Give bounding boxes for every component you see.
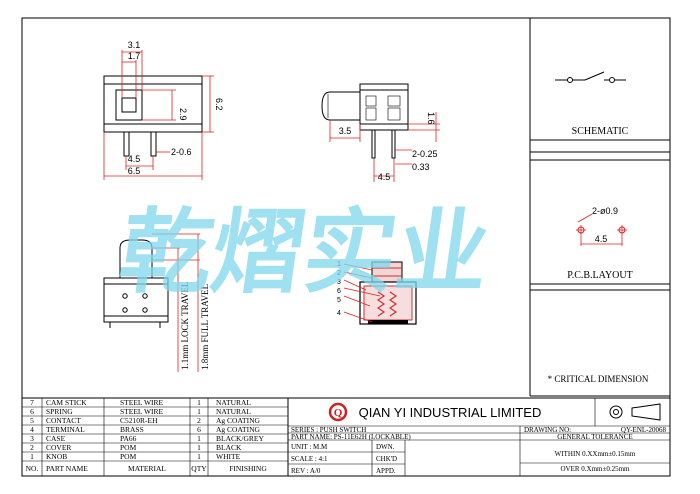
pcb-pitch-dim: 4.5 — [595, 234, 608, 244]
bom-header-name: PART NAME — [46, 464, 88, 473]
dim-front-height-inner: 2.9 — [178, 108, 188, 121]
bom-material: POM — [120, 443, 137, 452]
bom-qty: 1 — [197, 398, 201, 407]
dim-front-height-outer: 6.2 — [214, 98, 224, 111]
bom-name: CAM STICK — [46, 398, 87, 407]
full-travel-label: 1.8mm FULL TRAVEL — [200, 284, 210, 370]
company-logo: Q — [334, 407, 343, 419]
dim-front-width: 6.5 — [128, 166, 141, 176]
bom-finishing: BLACK/GREY — [216, 434, 265, 443]
tb-rev: REV : A/0 — [291, 467, 321, 475]
tb-tol-over: OVER 0.Xmm±0.25mm — [561, 465, 631, 473]
bom-name: CASE — [46, 434, 66, 443]
bom-header-material: MATERIAL — [128, 464, 166, 473]
travel-dimensions — [152, 233, 200, 372]
bom-no: 4 — [30, 425, 34, 434]
tb-appd: APPD. — [376, 467, 396, 475]
company-name: QIAN YI INDUSTRIAL LIMITED — [359, 405, 542, 420]
bom-no: 3 — [30, 434, 34, 443]
watermark: 乾熠实业 — [113, 198, 496, 305]
dim-side-knob: 3.5 — [339, 126, 352, 136]
bom-name: COVER — [46, 443, 71, 452]
bom-qty: 1 — [197, 407, 201, 416]
company-logo-circle — [328, 402, 348, 422]
critical-note: * CRITICAL DIMENSION — [548, 374, 649, 384]
dim-front-pin-pitch: 4.5 — [128, 154, 141, 164]
bom-no: 2 — [30, 443, 34, 452]
bom-finishing: Ag COATING — [216, 425, 261, 434]
travel-view — [103, 239, 169, 328]
balloon-2: 2 — [337, 270, 341, 277]
bom-no: 1 — [30, 452, 34, 461]
schematic-panel — [529, 17, 671, 153]
bom-finishing: NATURAL — [216, 407, 251, 416]
balloon-5: 5 — [337, 297, 341, 304]
bom-qty: 6 — [197, 425, 201, 434]
front-view — [103, 75, 203, 157]
pcb-layout-label: P.C.B.LAYOUT — [567, 270, 632, 281]
tb-series: SERIES : PUSH SWITCH — [291, 426, 366, 434]
tb-tol-within: WITHIN 0.XXmm±0.15mm — [555, 450, 636, 458]
balloon-6: 6 — [337, 288, 341, 295]
bom-qty: 2 — [197, 416, 201, 425]
bom-header-no: NO. — [26, 464, 39, 473]
side-view-dimensions — [329, 112, 440, 182]
balloon-4: 4 — [337, 310, 341, 317]
bom-material: C5210R-EH — [120, 416, 158, 425]
schematic-symbol — [555, 71, 626, 83]
bom-rows: 7 CAM STICK STEEL WIRE 1 NATURAL 6 SPRIN… — [26, 398, 268, 473]
balloon-3: 3 — [337, 279, 341, 286]
bom-name: TERMINAL — [46, 425, 85, 434]
bom-name: KNOB — [46, 452, 67, 461]
dim-side-pin-pitch: 4.5 — [378, 172, 391, 182]
bom-no: 6 — [30, 407, 34, 416]
dim-side-pin-size: 2-0.25 — [412, 149, 438, 159]
schematic-label: SCHEMATIC — [572, 126, 629, 137]
bom-material: POM — [120, 452, 137, 461]
bom-table — [21, 397, 289, 477]
tb-part-name: PART NAME: PS-11E62H (LOCKABLE) — [291, 433, 411, 441]
side-view — [321, 83, 409, 159]
bom-name: CONTACT — [46, 416, 81, 425]
section-leaders — [343, 263, 381, 323]
lock-travel-label: 1.1mm LOCK TRAVEL — [180, 282, 190, 370]
bom-finishing: NATURAL — [216, 398, 251, 407]
bom-finishing: WHITE — [216, 452, 241, 461]
pcb-hole-dim: 2-ø0.9 — [592, 206, 618, 216]
tb-scale: SCALE : 4:1 — [291, 455, 328, 463]
bom-name: SPRING — [46, 407, 73, 416]
dim-front-pin-size: 2-0.6 — [171, 147, 192, 157]
bom-finishing: Ag COATING — [216, 416, 261, 425]
dim-side-height: 1.6 — [426, 112, 436, 125]
bom-qty: 1 — [197, 434, 201, 443]
bom-finishing: BLACK — [216, 443, 242, 452]
balloon-1: 1 — [337, 261, 341, 268]
bom-header-finishing: FINISHING — [229, 464, 267, 473]
bom-qty: 1 — [197, 443, 201, 452]
tb-general-tolerance: GENERAL TOLERANCE — [557, 433, 633, 441]
tb-dwn: DWN. — [376, 443, 395, 451]
bom-material: STEEL WIRE — [120, 398, 164, 407]
bom-no: 7 — [30, 398, 34, 407]
dim-side-pin-offset: 0.33 — [412, 162, 430, 172]
bom-material: PA66 — [120, 434, 137, 443]
bom-material: STEEL WIRE — [120, 407, 164, 416]
bom-qty: 1 — [197, 452, 201, 461]
tb-drawing-no: QY-ENL-20068 — [621, 426, 667, 434]
projection-symbol — [609, 403, 661, 421]
title-block — [287, 397, 671, 477]
bom-header-qty: QTY — [191, 464, 207, 473]
tb-drawing-no-label: DRAWING NO: — [524, 426, 571, 434]
section-view — [359, 261, 417, 325]
bom-material: BRASS — [120, 425, 144, 434]
tb-unit: UNIT : M.M — [291, 443, 328, 451]
front-view-dimensions — [103, 50, 214, 180]
dim-front-top-outer: 3.1 — [128, 40, 141, 50]
tb-chkd: CHK'D — [376, 455, 397, 463]
pcb-layout — [576, 213, 627, 246]
dim-front-top-inner: 1.7 — [128, 51, 141, 61]
bom-no: 5 — [30, 416, 34, 425]
